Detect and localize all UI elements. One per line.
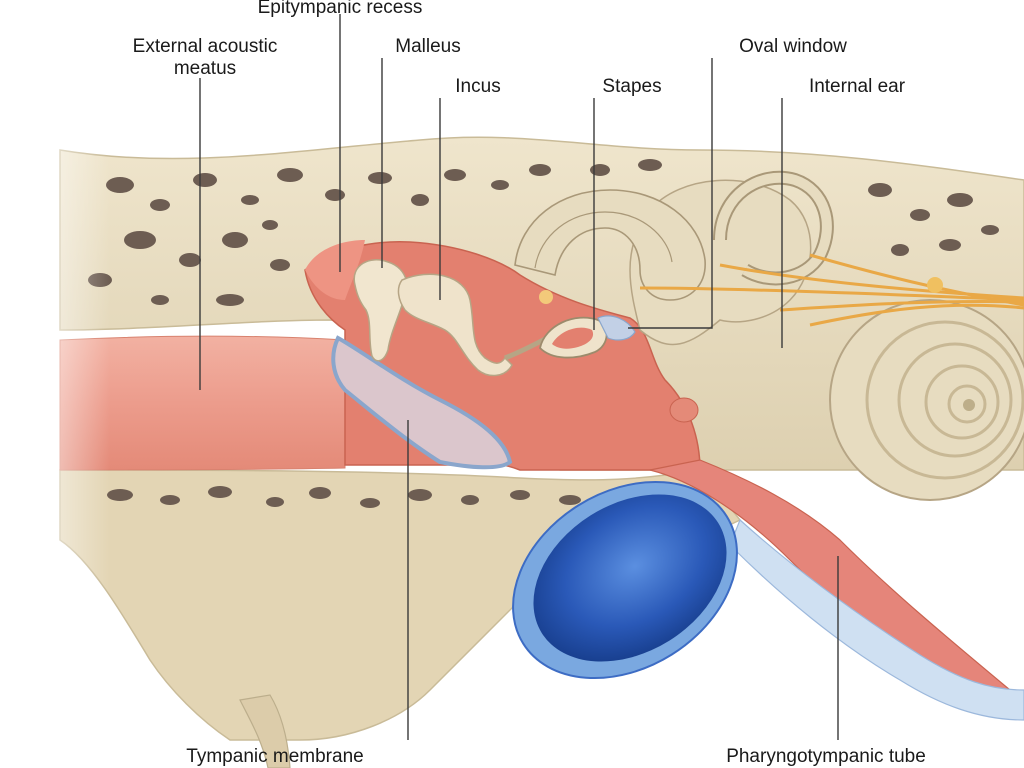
malleus [353,259,408,362]
left-fade [0,120,110,760]
label-malleus: Malleus [395,36,460,57]
label-epitympanic-recess: Epitympanic recess [258,0,423,18]
incus [397,273,513,377]
internal-ear [514,170,1024,501]
label-internal-ear: Internal ear [809,76,906,97]
leader-oval-window [628,58,713,329]
nerve-ganglion [927,277,943,293]
tube-cartilage [729,518,1024,721]
label-incus: Incus [455,76,500,97]
small-nerve-dot [539,290,553,304]
styloid-process [239,694,291,768]
label-tympanic-membrane: Tympanic membrane [186,746,363,767]
label-oval-window: Oval window [739,36,847,57]
label-external-acoustic-meatus-1: External acoustic [133,36,278,57]
label-pharyngotympanic-tube: Pharyngotympanic tube [726,746,926,767]
tube-nodule [669,397,699,423]
label-stapes: Stapes [602,76,661,97]
stapes [504,316,608,361]
nerve-fibers [639,253,1024,327]
external-acoustic-meatus [59,335,346,471]
epitympanic-recess-region [305,240,365,300]
tympanic-membrane [331,335,513,470]
label-external-acoustic-meatus-2: meatus [174,58,236,79]
leader-lines [199,14,839,740]
carotid-vessel [512,480,738,680]
oval-window [597,315,636,341]
